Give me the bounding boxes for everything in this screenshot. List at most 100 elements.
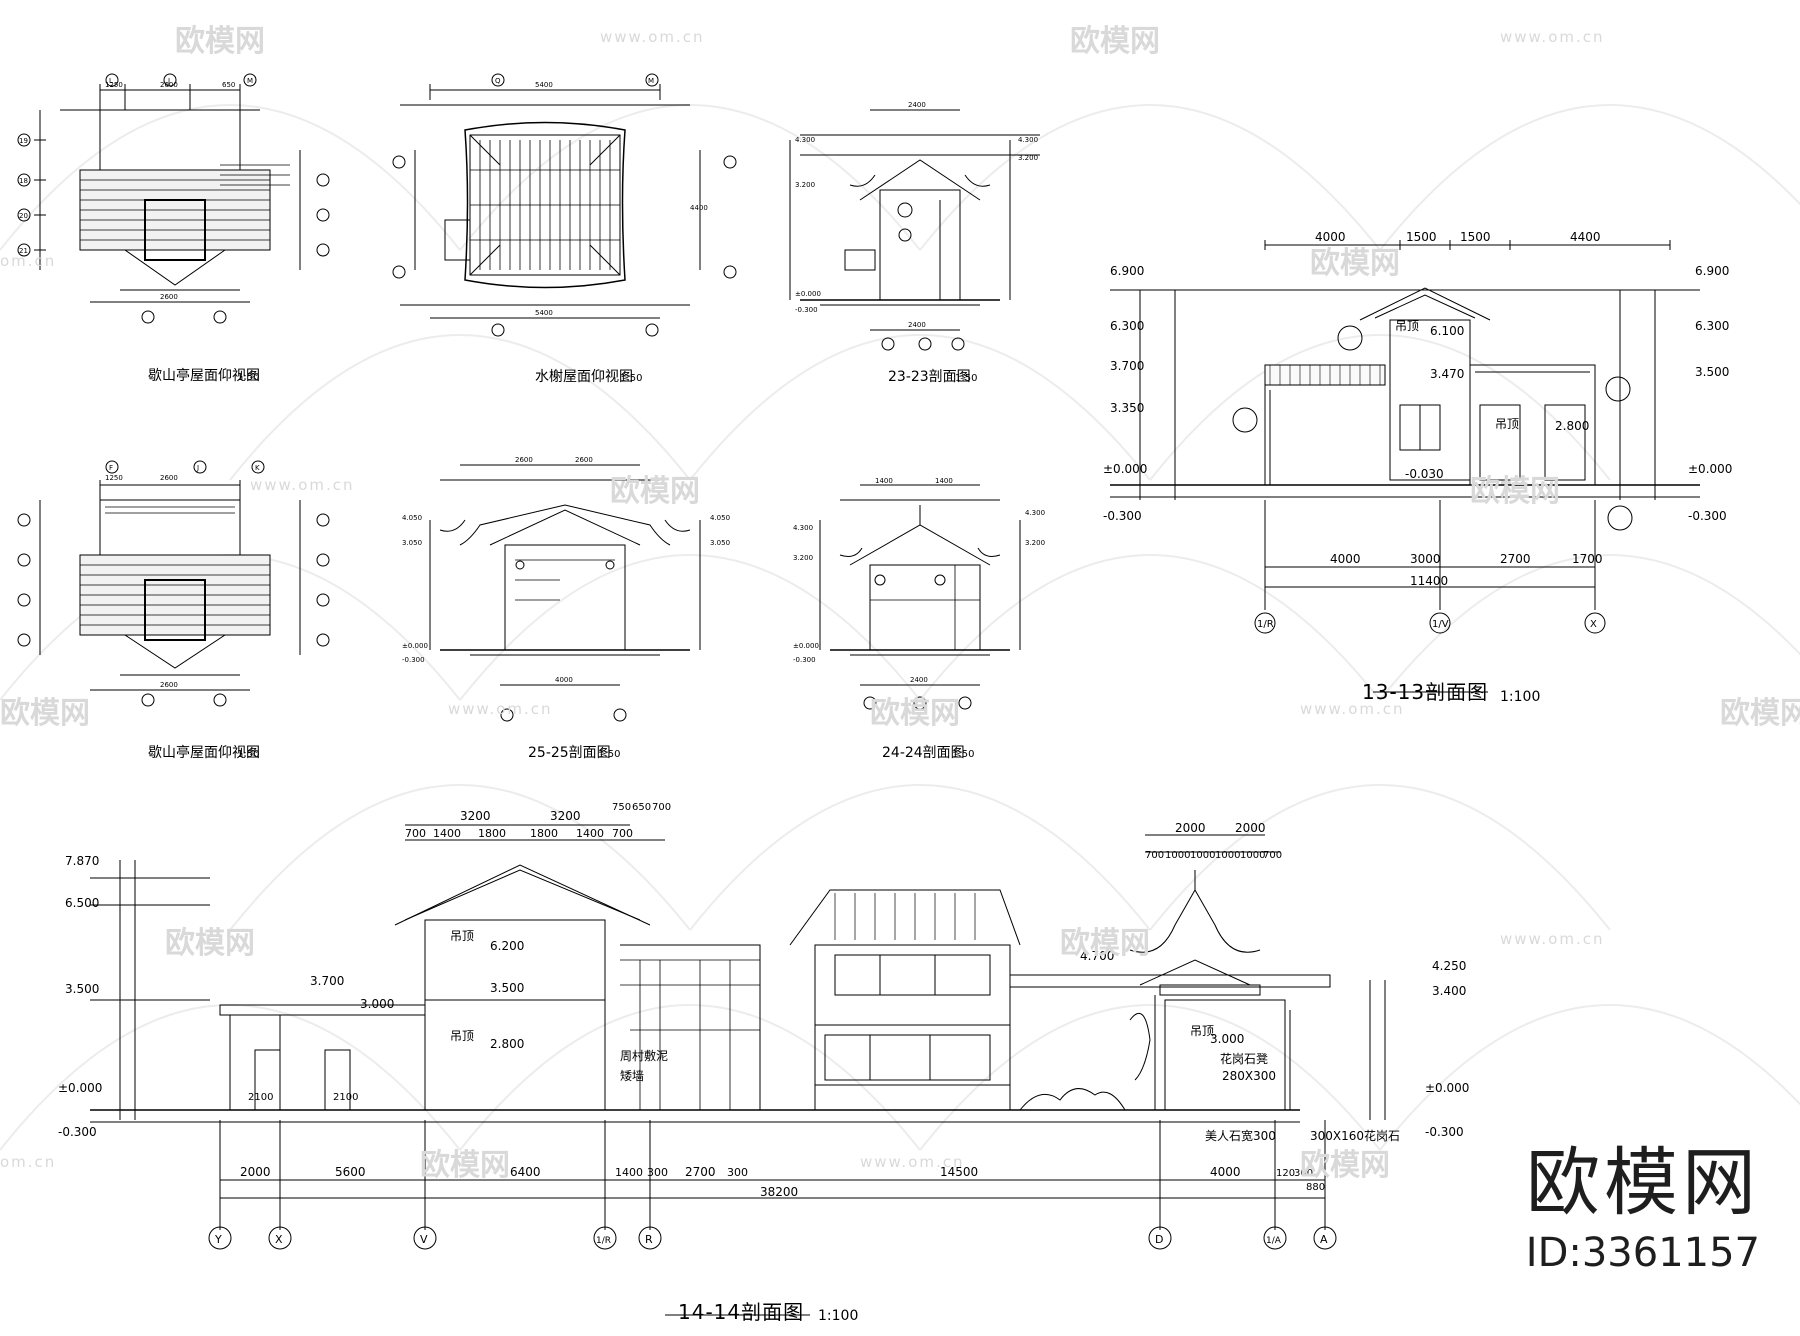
drawing-5-title: 25-25剖面图 (528, 745, 611, 761)
s14-pav2-1: 700 (1145, 850, 1164, 861)
s14-inner-11: 吊顶 (1190, 1024, 1214, 1038)
watermark-url: www.om.cn (1500, 28, 1605, 46)
sec25-level-2: 3.050 (402, 539, 422, 547)
drawing-6-title: 24-24剖面图 (882, 745, 965, 761)
s14-top-dim-3: 750 (612, 802, 631, 813)
s14-top2-1: 700 (405, 827, 426, 840)
plan4-dim-1: 1250 (105, 474, 123, 482)
s14-axis-7: 1/A (1266, 1236, 1282, 1246)
s14-total: 38200 (760, 1185, 798, 1199)
drawing-1-scale: 1:50 (237, 372, 260, 383)
sec25-level-4: -0.300 (402, 656, 425, 664)
s14-top-dim-2: 3200 (550, 809, 581, 823)
plan1-axis-21: 21 (19, 247, 28, 255)
drawing-1-title: 歇山亭屋面仰视图 (148, 368, 260, 384)
s14-axis-8: A (1320, 1233, 1328, 1246)
s14-inner-5: 3.500 (490, 981, 524, 995)
s14-top2-5: 1400 (576, 827, 604, 840)
watermark-logo: 欧模网 (1070, 24, 1160, 59)
watermark-logo: 欧模网 (610, 474, 700, 509)
plan1-axis-18: 18 (19, 177, 28, 185)
watermark-url: www.om.cn (1500, 930, 1605, 948)
s14-level-l1: 7.870 (65, 854, 99, 868)
s13-level-l2: 6.300 (1110, 319, 1144, 333)
s13-level-r2: 6.300 (1695, 319, 1729, 333)
s13-total: 11400 (1410, 574, 1448, 588)
plan1-dim-4: 2600 (160, 293, 178, 301)
s14-inner-16: 矮墙 (620, 1069, 644, 1083)
s14-inner-13: 花岗石凳 (1220, 1051, 1268, 1066)
drawing-7-scale: 1:100 (1500, 689, 1541, 705)
s14-level-l2: 6.500 (65, 896, 99, 910)
s13-level-r5: -0.300 (1688, 509, 1727, 523)
s13-room-6: 2.800 (1555, 419, 1589, 433)
s14-level-r4: -0.300 (1425, 1125, 1464, 1139)
s14-bot-dim-8: 14500 (940, 1165, 978, 1179)
s14-inner-9: 2100 (333, 1092, 358, 1103)
s13-level-r1: 6.900 (1695, 264, 1729, 278)
s14-pav2-4: 1000 (1215, 850, 1240, 861)
s14-inner-8: 2100 (248, 1092, 273, 1103)
plan1-dim-2: 2600 (160, 81, 178, 89)
watermark-url: om.cn (0, 252, 57, 270)
s13-room-5: 吊顶 (1495, 417, 1519, 431)
plan-drawing-2 (392, 73, 737, 337)
sec25-level-r1: 4.050 (710, 514, 730, 522)
s14-pav-dim-2: 2000 (1235, 821, 1266, 835)
drawing-8-scale: 1:100 (818, 1308, 859, 1324)
s14-bot-dim-11: 300 (1294, 1168, 1313, 1179)
watermark-url: www.om.cn (250, 476, 355, 494)
sec25-dim-2: 2600 (575, 456, 593, 464)
plan2-axis-q: Q (495, 77, 501, 85)
s14-top2-4: 1800 (530, 827, 558, 840)
s14-bot-dim-12: 880 (1306, 1182, 1325, 1193)
s14-axis-1: Y (214, 1233, 222, 1246)
sec23-level-2: 3.200 (795, 181, 815, 189)
s13-room-4: -0.030 (1405, 467, 1444, 481)
sec24-level-r1: 4.300 (1025, 509, 1045, 517)
plan-drawing-4 (17, 460, 330, 707)
sec23-level-4: -0.300 (795, 306, 818, 314)
sec25-level-3: ±0.000 (402, 642, 428, 650)
section-14-drawing (90, 824, 1386, 1316)
s14-pav-dim-1: 2000 (1175, 821, 1206, 835)
s13-axis-2: 1/V (1432, 619, 1449, 630)
section-13-drawing (1110, 240, 1700, 693)
brand-block: 欧模网 ID:3361157 (1526, 1123, 1760, 1276)
sec24-level-4: -0.300 (793, 656, 816, 664)
sec24-level-r2: 3.200 (1025, 539, 1045, 547)
s14-level-l3: 3.500 (65, 982, 99, 996)
s13-top-dim-2: 1500 (1406, 230, 1437, 244)
s14-inner-10: 4.700 (1080, 949, 1114, 963)
drawing-2-title: 水榭屋面仰视图 (535, 369, 633, 385)
s13-axis-1: 1/R (1257, 619, 1274, 630)
s14-top-dim-5: 700 (652, 802, 671, 813)
watermark-logo: 欧模网 (0, 696, 90, 731)
s14-top2-6: 700 (612, 827, 633, 840)
drawing-3-scale: 1:50 (955, 373, 978, 384)
section-23-drawing (789, 109, 1040, 351)
brand-name: 欧模网 (1526, 1140, 1760, 1226)
plan1-axis-l: L (109, 77, 113, 85)
sec24-dim-3: 2400 (910, 676, 928, 684)
s14-level-l5: -0.300 (58, 1125, 97, 1139)
sec23-level-r1: 4.300 (1018, 136, 1038, 144)
drawing-2-scale: 1:50 (620, 373, 643, 384)
s14-level-l4: ±0.000 (58, 1081, 102, 1095)
sec24-dim-2: 1400 (935, 477, 953, 485)
section-25-drawing (429, 464, 701, 722)
s14-axis-5: R (645, 1233, 653, 1246)
watermark-logo: 欧模网 (1310, 246, 1400, 281)
plan4-axis-k: K (255, 464, 260, 472)
drawing-4-title: 歇山亭屋面仰视图 (148, 745, 260, 761)
sec24-level-2: 3.200 (793, 554, 813, 562)
s14-inner-1: 3.700 (310, 974, 344, 988)
s13-bottom-dim-1: 4000 (1330, 552, 1361, 566)
plan-drawing-1 (17, 73, 330, 324)
s14-level-r1: 4.250 (1432, 959, 1466, 973)
drawing-8-title: 14-14剖面图 (678, 1300, 805, 1324)
s14-top2-2: 1400 (433, 827, 461, 840)
s13-level-l4: 3.350 (1110, 401, 1144, 415)
s14-pav2-2: 1000 (1165, 850, 1190, 861)
